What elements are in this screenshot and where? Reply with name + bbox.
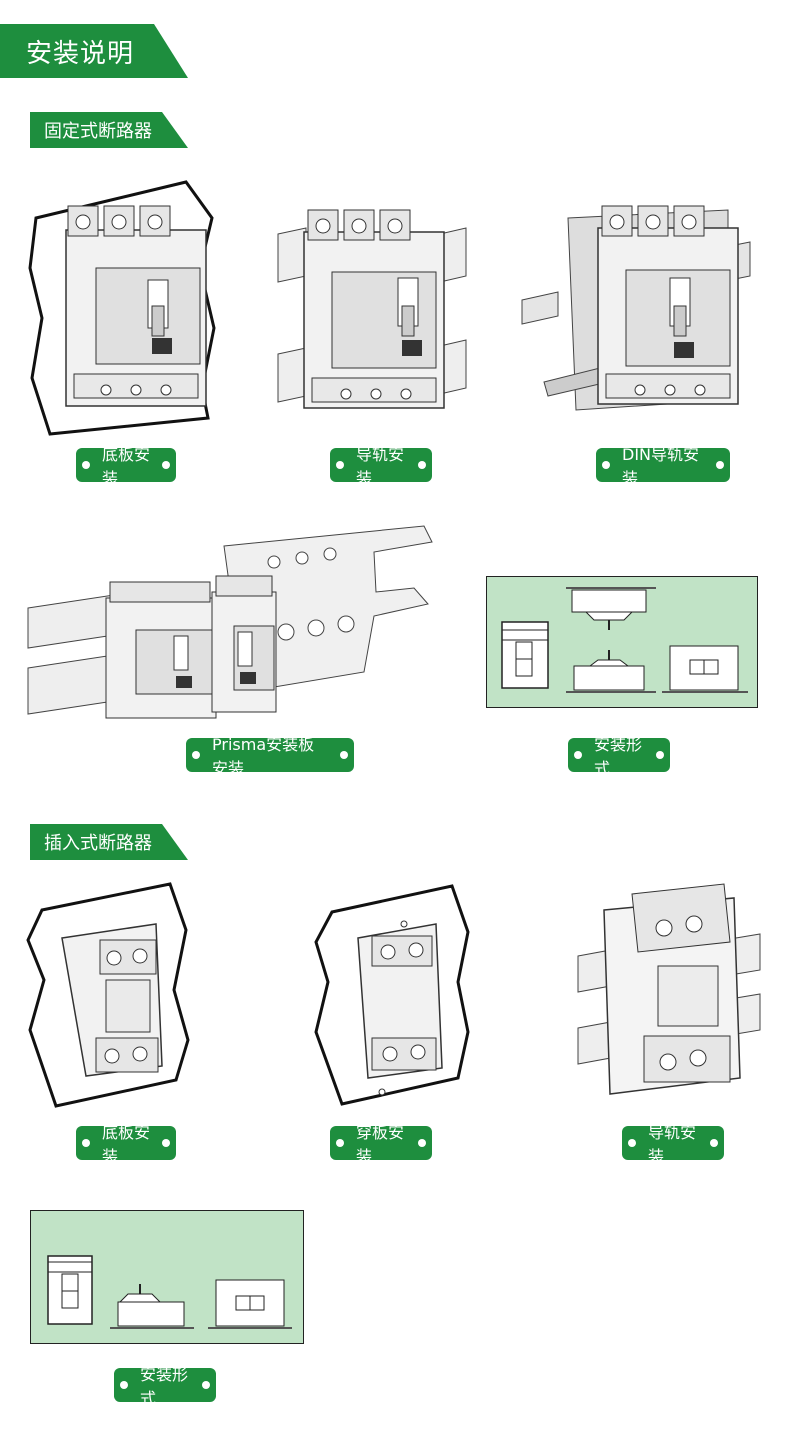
fixed-base-plate-label-text: 底板安装 — [102, 445, 151, 488]
page-title: 安装说明 — [26, 38, 135, 69]
pill-dot-left — [192, 751, 200, 759]
fixed-section-title: 固定式断路器 — [44, 121, 152, 142]
pill-dot-right — [202, 1381, 210, 1389]
fixed-prisma-label-text: Prisma安装板安装 — [212, 735, 315, 778]
pill-dot-right — [710, 1139, 718, 1147]
din-rail-mount-illustration — [521, 205, 751, 411]
fixed-din-rail-label: DIN导轨安装 — [596, 445, 730, 488]
pill-dot-right — [418, 461, 426, 469]
fixed-din-rail-label-text: DIN导轨安装 — [622, 445, 700, 488]
pill-dot-left — [336, 461, 344, 469]
pill-dot-right — [162, 1139, 170, 1147]
prisma-plate-mount-illustration — [27, 525, 433, 719]
fixed-mounting-forms-label-text: 安装形式 — [594, 735, 643, 778]
plugin-section-heading: 插入式断路器 — [30, 824, 188, 860]
pill-dot-right — [418, 1139, 426, 1147]
plugin-mounting-forms-panel — [30, 1210, 304, 1344]
pill-dot-left — [574, 751, 582, 759]
pill-dot-right — [162, 461, 170, 469]
plugin-rail-illustration — [577, 883, 761, 1095]
plugin-through-panel-label-text: 穿板安装 — [356, 1123, 405, 1166]
fixed-section-heading: 固定式断路器 — [30, 112, 188, 148]
page-title-banner: 安装说明 — [0, 24, 188, 78]
pill-dot-right — [340, 751, 348, 759]
plugin-rail-label: 导轨安装 — [622, 1123, 724, 1166]
pill-dot-left — [82, 1139, 90, 1147]
fixed-rail-label: 导轨安装 — [330, 445, 432, 488]
plugin-base-plate-label: 底板安装 — [76, 1123, 176, 1166]
base-plate-mount-illustration — [28, 180, 216, 436]
pill-dot-left — [120, 1381, 128, 1389]
rail-mount-illustration — [277, 209, 467, 409]
fixed-rail-label-text: 导轨安装 — [356, 445, 405, 488]
fixed-prisma-label: Prisma安装板安装 — [186, 735, 354, 778]
fixed-mounting-forms-panel — [486, 576, 758, 708]
plugin-mounting-forms-label-text: 安装形式 — [140, 1365, 189, 1408]
fixed-base-plate-label: 底板安装 — [76, 445, 176, 488]
pill-dot-right — [716, 461, 724, 469]
pill-dot-left — [602, 461, 610, 469]
plugin-rail-label-text: 导轨安装 — [648, 1123, 697, 1166]
plugin-mounting-forms-label: 安装形式 — [114, 1365, 216, 1408]
pill-dot-right — [656, 751, 664, 759]
plugin-section-title: 插入式断路器 — [44, 833, 152, 854]
plugin-base-plate-label-text: 底板安装 — [102, 1123, 151, 1166]
pill-dot-left — [82, 461, 90, 469]
through-panel-illustration — [314, 884, 470, 1106]
plugin-through-panel-label: 穿板安装 — [330, 1123, 432, 1166]
pill-dot-left — [336, 1139, 344, 1147]
fixed-mounting-forms-label: 安装形式 — [568, 735, 670, 778]
pill-dot-left — [628, 1139, 636, 1147]
plugin-base-plate-illustration — [26, 882, 190, 1108]
